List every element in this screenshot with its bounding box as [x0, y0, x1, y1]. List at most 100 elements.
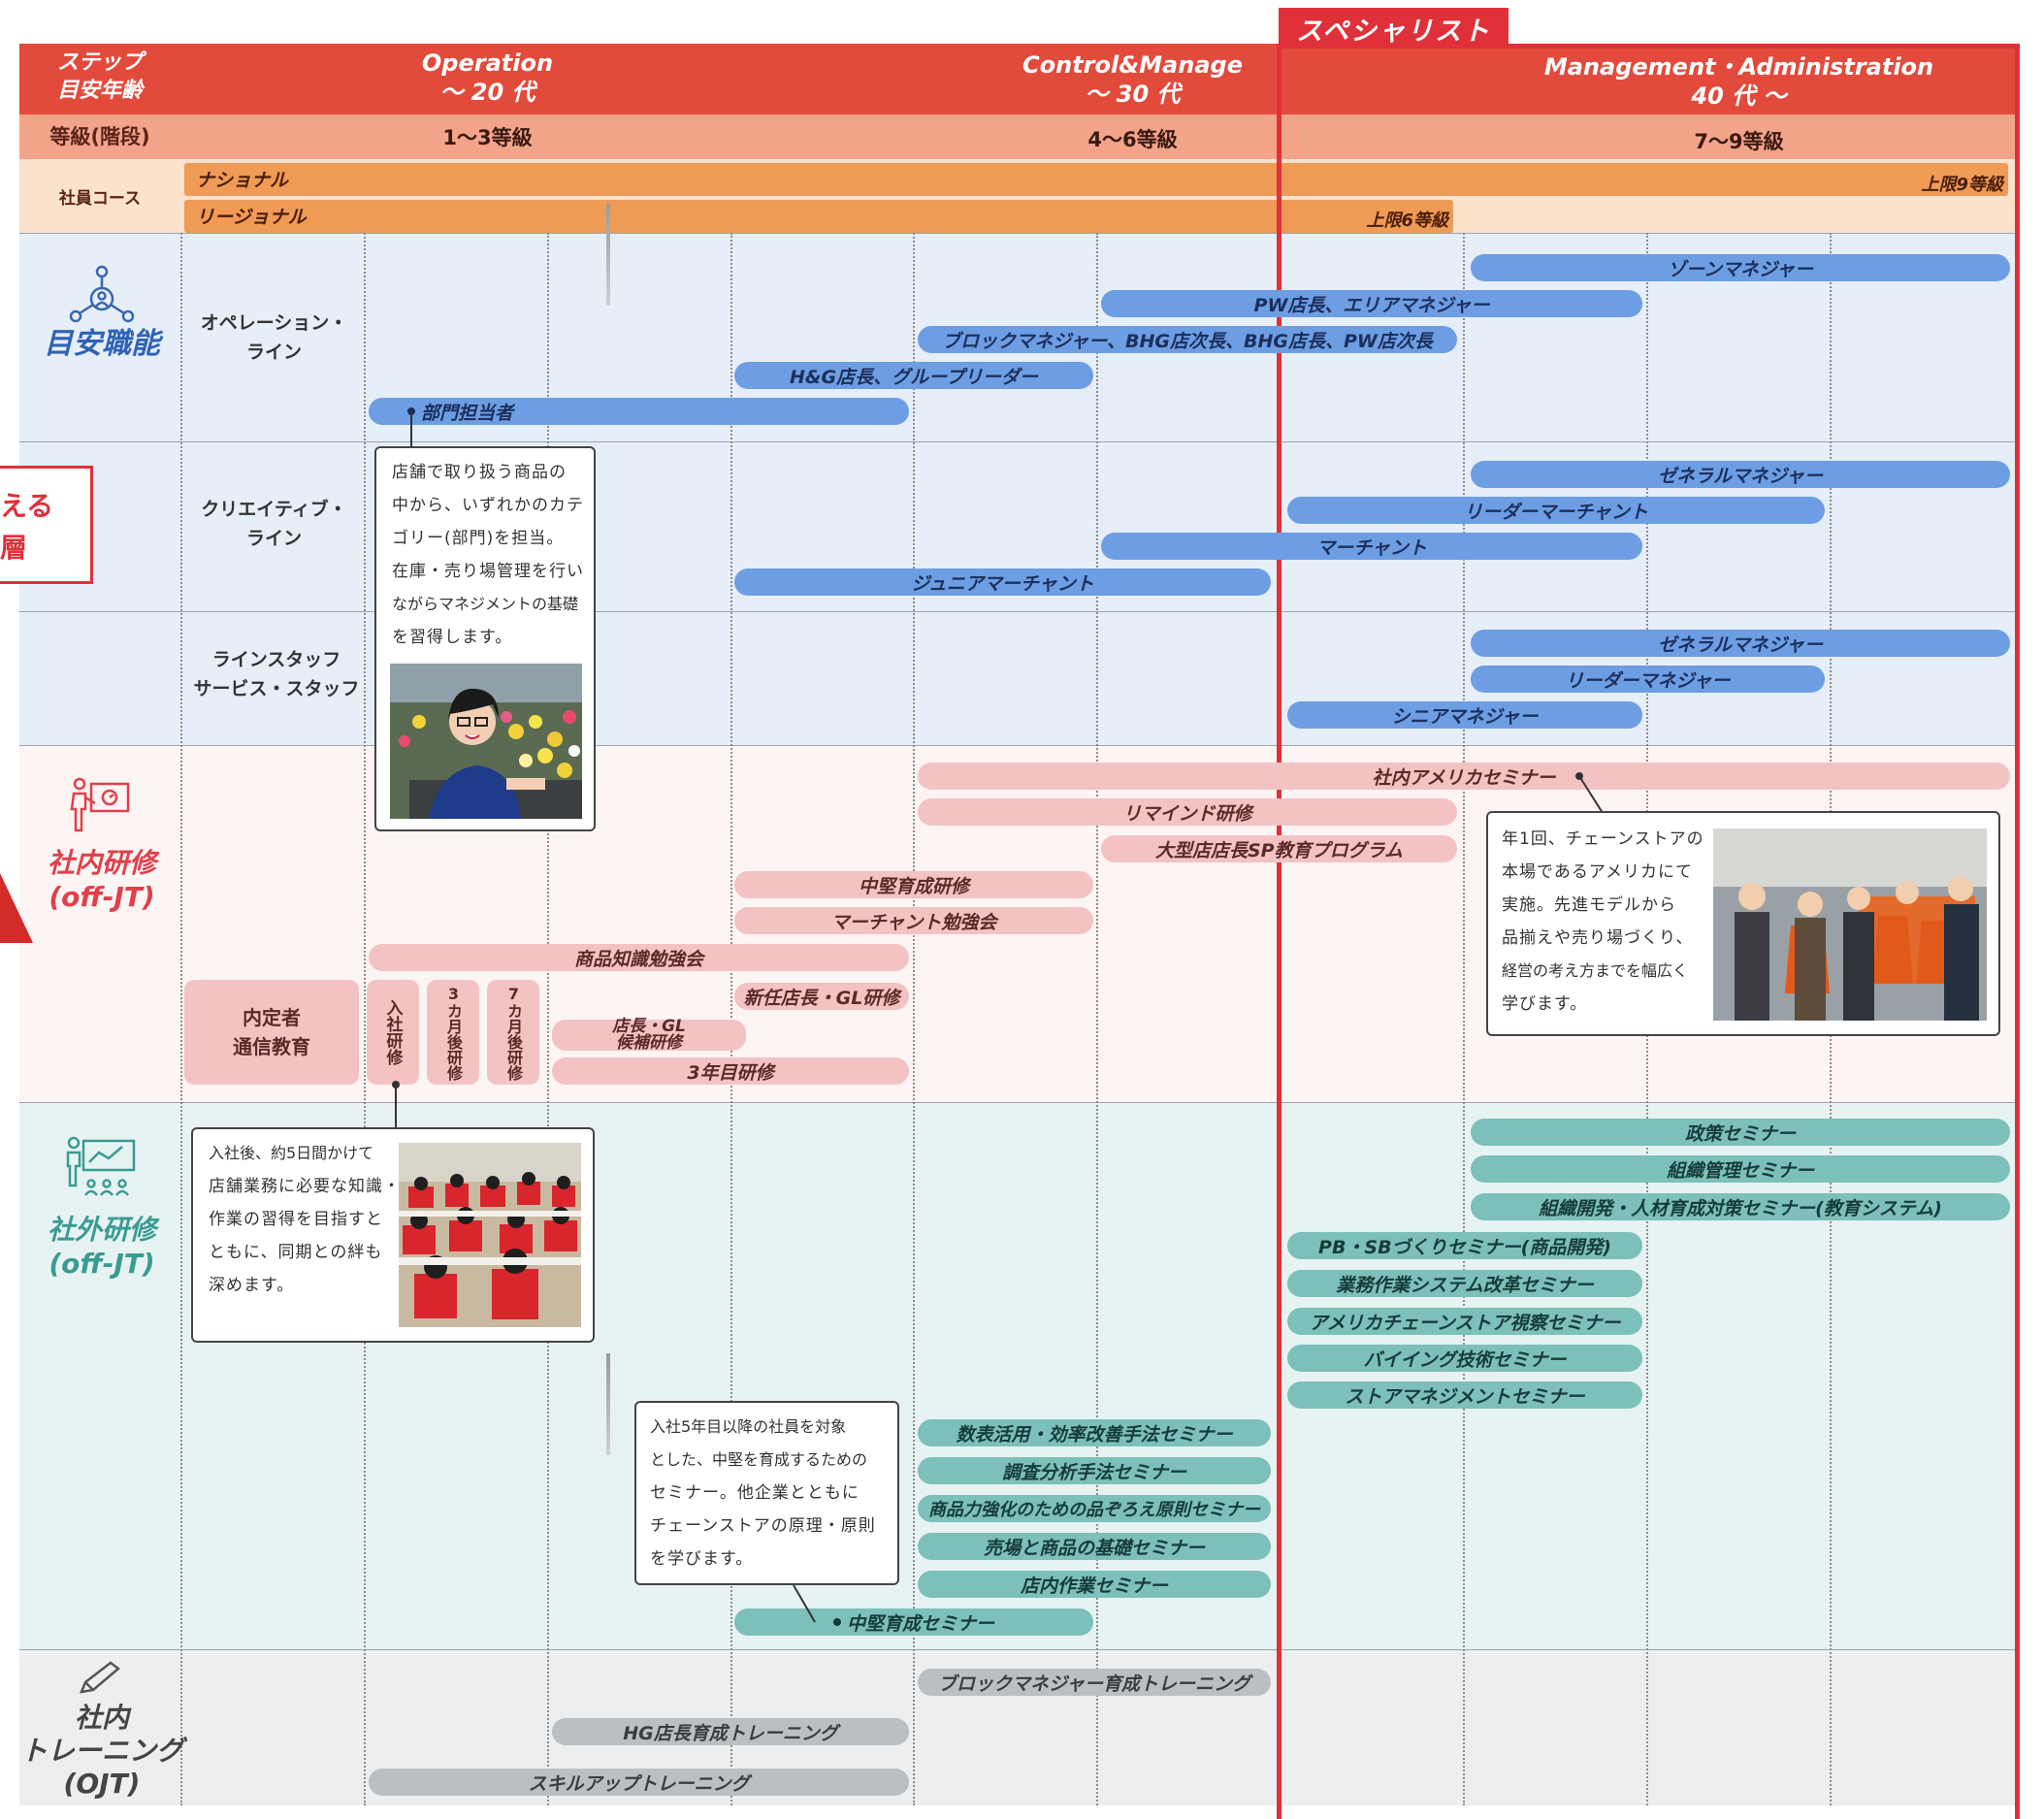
bar-america-chain: アメリカチェーンストア視察セミナー: [1287, 1308, 1642, 1335]
fold-mark: [606, 204, 610, 306]
fold-mark: [606, 1353, 610, 1455]
callout-line: 店舗で取り扱う商品の: [392, 463, 567, 482]
specialist-frame: [1277, 44, 2020, 1819]
bar-dept: 部門担当者: [369, 398, 909, 425]
callout-line: 年1回、チェーンストアの: [1502, 829, 1704, 849]
course-national-label: ナショナル: [196, 170, 289, 191]
guide-line: [364, 44, 366, 1805]
divider-staff: [19, 611, 2020, 612]
network-icon: [69, 265, 135, 323]
role-section-bg: [19, 233, 2020, 745]
grade-control: 4〜6等級: [1087, 128, 1178, 151]
guide-line: [547, 233, 549, 1805]
bar-gm2: ゼネラルマネジャー: [1471, 630, 2010, 657]
guide-line: [180, 44, 182, 1805]
callout-line: 作業の習得を目指すと: [209, 1210, 383, 1229]
grade-operation: 1〜3等級: [442, 126, 533, 149]
bar-remind: リマインド研修: [918, 798, 1457, 826]
course-regional-bar: [184, 200, 1453, 233]
specialist-tab-label: スペシャリスト: [1295, 16, 1492, 47]
callout-line: 中から、いずれかのカテ: [392, 496, 584, 515]
pencil-icon: [80, 1661, 121, 1694]
bar-mid-seminar-dot: [832, 1618, 841, 1626]
callout-line: チェーンストアの原理・原則: [650, 1516, 876, 1536]
callout-line: 深めます。: [209, 1276, 295, 1295]
callout-line: を学びます。: [650, 1549, 754, 1569]
divider-ojt: [19, 1649, 2020, 1650]
callout-line: ながらマネジメントの基礎: [392, 595, 579, 613]
stage-age: 〜 20 代: [439, 79, 535, 106]
bar-leader-manager: リーダーマネジャー: [1471, 666, 1825, 693]
callout-line: を習得します。: [392, 628, 513, 647]
bar-org-mgmt: 組織管理セミナー: [1471, 1155, 2010, 1183]
side-triangle: [0, 873, 33, 943]
stage-management: Management・Administration 40 代 〜: [1513, 52, 1964, 111]
bar-merchant: マーチャント: [1101, 533, 1642, 560]
callout-mid: 入社5年目以降の社員を対象 とした、中堅を育成するための セミナー。他企業ととも…: [634, 1401, 899, 1585]
three-month-box: 3カ月後研修: [427, 980, 479, 1085]
bar-floor: 売場と商品の基礎セミナー: [918, 1533, 1271, 1560]
bar-new-store-gl: 新任店長・GL研修: [734, 983, 909, 1010]
bar-mid-seminar-label: 中堅育成セミナー: [846, 1612, 994, 1635]
callout-line: 入社後、約5日間かけて: [209, 1144, 374, 1162]
bar-block-manager: ブロックマネジャー、BHG店次長、BHG店長、PW店次長: [918, 326, 1457, 353]
section-ojt-title: 社内 トレーニング (OJT): [19, 1702, 183, 1800]
classroom-photo: [399, 1143, 581, 1327]
bar-numbers: 数表活用・効率改善手法セミナー: [918, 1419, 1271, 1446]
stage-name: Control&Manage: [1022, 51, 1243, 79]
bar-america-seminar: 社内アメリカセミナー: [918, 763, 2010, 790]
bar-big-store-sp: 大型店店長SP教育プログラム: [1101, 835, 1457, 862]
stage-name: Management・Administration: [1543, 53, 1934, 81]
callout-america-text: 年1回、チェーンストアの 本場であるアメリカにて 実施。先進モデルから 品揃えや…: [1502, 823, 1720, 1021]
seminar-icon: [66, 1136, 136, 1196]
bar-junior-merchant: ジュニアマーチャント: [734, 568, 1271, 596]
callout-line: 在庫・売り場管理を行い: [392, 562, 584, 581]
guide-line: [1096, 233, 1098, 1805]
bar-research: 調査分析手法セミナー: [918, 1457, 1271, 1484]
callout-line: セミナー。他企業とともに: [650, 1483, 860, 1503]
grade-label: 等級(階段): [49, 125, 150, 148]
divider-external: [19, 1102, 2020, 1103]
bar-block-training: ブロックマネジャー育成トレーニング: [918, 1669, 1271, 1696]
nyusha-box: 入社研修: [367, 980, 419, 1085]
section-external-title: 社外研修 (off-JT): [47, 1214, 156, 1280]
side-tab-line1: える: [0, 490, 54, 522]
guide-line: [1463, 44, 1465, 1805]
callout-line: 実施。先進モデルから: [1502, 895, 1676, 915]
guide-line: [730, 233, 732, 1805]
bar-leader-merchant: リーダーマーチャント: [1287, 497, 1825, 524]
divider-role-top: [19, 233, 2020, 234]
stage-age: 40 代 〜: [1691, 82, 1787, 110]
divider-internal: [19, 745, 2020, 746]
callout-line: 品揃えや売り場づくり、: [1502, 928, 1694, 948]
course-regional-label: リージョナル: [196, 207, 307, 228]
row-creative-label: クリエイティブ・ ライン: [201, 499, 347, 550]
bar-mid-training: 中堅育成研修: [734, 871, 1093, 898]
course-regional-cap: 上限6等級: [1366, 211, 1448, 231]
bar-org-dev: 組織開発・人材育成対策セミナー(教育システム): [1471, 1193, 2010, 1220]
stage-name: Operation: [421, 49, 554, 77]
bar-mid-seminar: 中堅育成セミナー: [734, 1608, 1093, 1636]
bar-policy: 政策セミナー: [1471, 1119, 2010, 1146]
callout-line: 学びます。: [1502, 994, 1588, 1014]
bar-gm1: ゼネラルマネジャー: [1471, 461, 2010, 488]
callout-mid-text: 入社5年目以降の社員を対象 とした、中堅を育成するための セミナー。他企業ととも…: [650, 1411, 892, 1575]
training-icon: [70, 777, 130, 832]
stage-age: 〜 30 代: [1085, 81, 1181, 108]
course-national-bar: [184, 163, 2008, 196]
bar-work-system: 業務作業システム改革セミナー: [1287, 1270, 1642, 1297]
bar-merchant-study: マーチャント勉強会: [734, 907, 1093, 934]
employee-photo: [390, 664, 582, 819]
bar-instore: 店内作業セミナー: [918, 1571, 1271, 1598]
callout-line: 店舗業務に必要な知識・: [209, 1177, 401, 1196]
bar-pb-sb: PB・SBづくりセミナー(商品開発): [1287, 1232, 1642, 1259]
stage-control: Control&Manage 〜 30 代: [1009, 50, 1256, 109]
bar-hg-store: H&G店長、グループリーダー: [734, 362, 1093, 389]
callout-nyusha: 入社後、約5日間かけて 店舗業務に必要な知識・ 作業の習得を目指すと ともに、同…: [191, 1127, 595, 1343]
side-tab: [0, 466, 93, 584]
callout-nyusha-text: 入社後、約5日間かけて 店舗業務に必要な知識・ 作業の習得を目指すと ともに、同…: [209, 1137, 403, 1302]
callout-dept: 店舗で取り扱う商品の 中から、いずれかのカテ ゴリー(部門)を担当。 在庫・売り…: [374, 446, 596, 831]
bar-store-mgmt: ストアマネジメントセミナー: [1287, 1381, 1642, 1409]
callout-dept-text: 店舗で取り扱う商品の 中から、いずれかのカテ ゴリー(部門)を担当。 在庫・売り…: [392, 456, 586, 654]
